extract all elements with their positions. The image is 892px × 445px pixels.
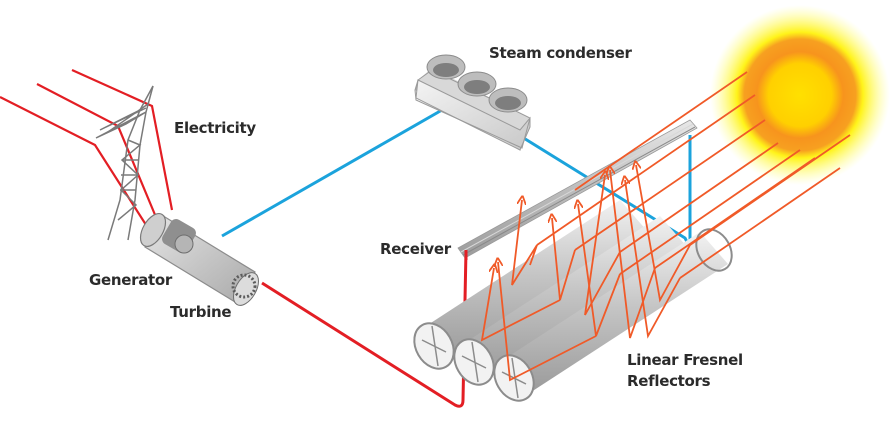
reflectors-label-line1: Linear Fresnel <box>627 351 743 369</box>
transmission-tower-icon <box>95 85 154 241</box>
steam-condenser-label: Steam condenser <box>489 44 632 62</box>
condenser-vent <box>488 87 528 113</box>
condenser-icon <box>414 54 531 151</box>
receiver-label: Receiver <box>380 240 452 258</box>
condenser-vent <box>457 71 497 97</box>
electricity-lines <box>0 68 174 229</box>
hot-line-to-turbine <box>261 249 468 408</box>
condenser-vent <box>426 54 466 80</box>
turbine-label: Turbine <box>170 303 231 321</box>
cold-line-to-turbine <box>221 108 443 238</box>
generator-turbine-icon <box>139 213 259 306</box>
reflected-rays <box>480 165 691 382</box>
reflector-tube <box>413 200 648 370</box>
generator-label: Generator <box>89 271 173 289</box>
reflectors-label-line2: Reflectors <box>627 372 711 390</box>
electricity-label: Electricity <box>174 119 256 137</box>
reflector-tube <box>453 216 688 386</box>
sun-icon <box>710 5 890 185</box>
reflector-tubes <box>413 200 733 402</box>
